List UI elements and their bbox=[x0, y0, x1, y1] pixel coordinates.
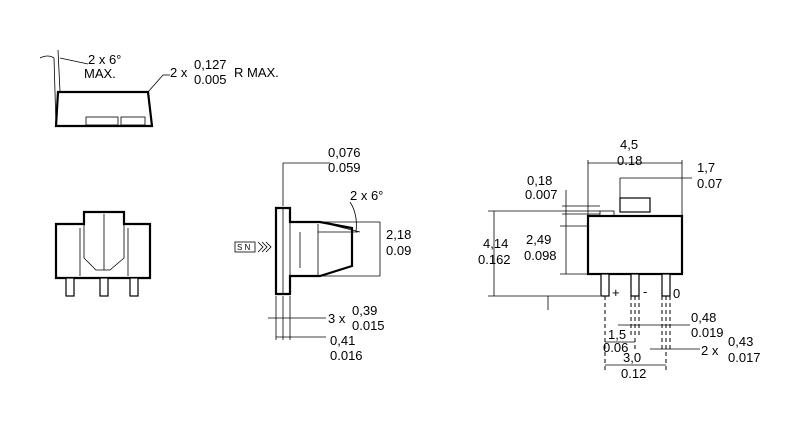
side-view-body bbox=[274, 206, 354, 296]
tab-width-mm: 0,41 bbox=[330, 333, 355, 348]
draft-reference-line bbox=[53, 57, 57, 127]
lead-width-mm: 0,48 bbox=[691, 310, 716, 325]
body-height-in: 0.098 bbox=[524, 248, 557, 263]
angle-value: 2 x 6° bbox=[88, 52, 121, 67]
height-in: 0.09 bbox=[386, 243, 411, 258]
pitch-mm: 1,5 bbox=[608, 327, 626, 342]
bottom-view-body bbox=[54, 210, 152, 280]
lead-thickness-mm: 0,076 bbox=[328, 145, 361, 160]
draft-angle-arc bbox=[39, 55, 55, 59]
radius-prefix: 2 x bbox=[170, 65, 188, 80]
end-view-pad-right bbox=[120, 116, 146, 126]
front-view-tab bbox=[619, 197, 651, 213]
front-view-lead-zero bbox=[661, 273, 671, 297]
front-view-body bbox=[586, 214, 684, 276]
angle-note: MAX. bbox=[84, 66, 116, 81]
total-height-in: 0.162 bbox=[478, 252, 511, 267]
tab-thickness-mm: 0,18 bbox=[527, 173, 552, 188]
front-view: 4,5 0.18 1,7 0.07 0,18 0.007 4,14 0.162 … bbox=[478, 137, 761, 381]
pitch-in: 0.06 bbox=[603, 340, 628, 355]
end-view-pad-left bbox=[85, 116, 119, 126]
side-angle: 2 x 6° bbox=[350, 188, 383, 203]
tab-offset-in: 0.07 bbox=[697, 176, 722, 191]
radius-mm: 0,127 bbox=[194, 57, 227, 72]
tab-width-in: 0.016 bbox=[330, 348, 363, 363]
bottom-view-lead-left bbox=[65, 277, 75, 297]
pin-prefix: 3 x bbox=[328, 311, 346, 326]
side-angle-arc bbox=[349, 201, 357, 233]
height-mm: 2,18 bbox=[386, 227, 411, 242]
angle-leader bbox=[59, 57, 89, 65]
marking-box bbox=[234, 241, 256, 253]
end-view: 2 x 6° MAX. 2 x 0,127 0.005 R MAX. bbox=[39, 49, 279, 128]
width-mm: 4,5 bbox=[620, 137, 638, 152]
bottom-view-tab bbox=[83, 224, 125, 271]
radius-in: 0.005 bbox=[194, 72, 227, 87]
side-view: 0,076 0.059 2 x 6° 2,18 0.09 S N 3 x 0,3… bbox=[234, 145, 411, 363]
bottom-view-lead-center bbox=[99, 277, 109, 297]
end-view-body bbox=[54, 90, 154, 128]
lead2-width-in: 0.017 bbox=[728, 350, 761, 365]
span-in: 0.12 bbox=[621, 366, 646, 381]
marking-text: S N bbox=[237, 243, 251, 252]
radius-suffix: R MAX. bbox=[234, 65, 279, 80]
front-view-lead-plus bbox=[600, 273, 610, 297]
front-view-lead-minus bbox=[630, 273, 640, 297]
lead-width-in: 0.019 bbox=[691, 325, 724, 340]
tab-thickness-in: 0.007 bbox=[525, 187, 558, 202]
lead2-width-mm: 0,43 bbox=[728, 334, 753, 349]
pin-zero: 0 bbox=[673, 286, 680, 301]
bottom-view bbox=[54, 210, 152, 297]
pin-plus: + bbox=[612, 285, 620, 300]
span-mm: 3,0 bbox=[623, 350, 641, 365]
total-height-mm: 4,14 bbox=[483, 236, 508, 251]
radius-leader bbox=[147, 74, 164, 93]
tab-offset-mm: 1,7 bbox=[697, 160, 715, 175]
draft-angle-line bbox=[57, 49, 61, 93]
marking-arrow-icon bbox=[257, 241, 272, 253]
lead-prefix: 2 x bbox=[701, 343, 719, 358]
pin-minus: - bbox=[643, 284, 647, 299]
bottom-view-lead-right bbox=[129, 277, 139, 297]
body-height-mm: 2,49 bbox=[526, 232, 551, 247]
pin-width-mm: 0,39 bbox=[352, 303, 377, 318]
width-in: 0.18 bbox=[617, 153, 642, 168]
lead-thickness-in: 0.059 bbox=[328, 160, 361, 175]
pin-width-in: 0.015 bbox=[352, 318, 385, 333]
